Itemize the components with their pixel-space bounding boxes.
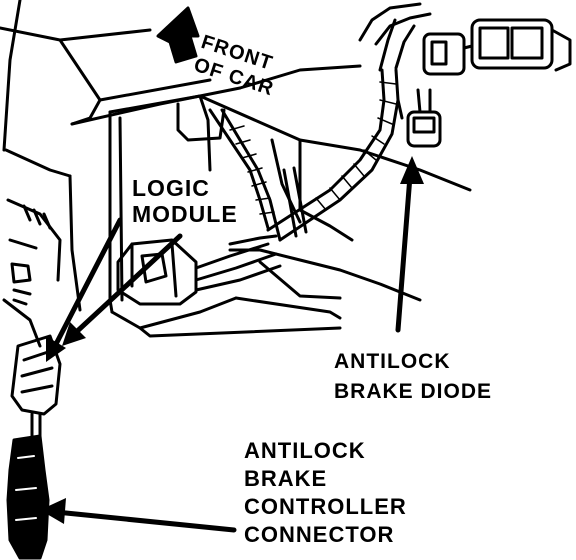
top-connectors xyxy=(422,18,572,76)
controller-plug xyxy=(6,434,50,560)
controller-line-4: CONNECTOR xyxy=(244,522,395,547)
controller-line-3: CONTROLLER xyxy=(244,494,407,519)
antilock-brake-controller-connector-label: ANTILOCK BRAKE CONTROLLER CONNECTOR xyxy=(240,438,411,548)
logic-module-line-1: LOGIC xyxy=(132,175,210,201)
wiring-harness xyxy=(208,2,432,242)
pointer-arrows xyxy=(51,173,413,533)
diode-line-1: ANTILOCK xyxy=(334,350,451,373)
controller-line-1: ANTILOCK xyxy=(244,438,366,463)
left-panel xyxy=(2,148,82,348)
controller-line-2: BRAKE xyxy=(244,466,328,491)
antilock-brake-diode-label: ANTILOCK BRAKE DIODE xyxy=(330,349,497,404)
harness-hatching xyxy=(229,81,397,215)
arrowheads xyxy=(40,156,424,524)
front-of-car-arrow xyxy=(156,6,200,64)
logic-module-label: LOGIC MODULE xyxy=(128,175,242,228)
antilock-brake-diode xyxy=(396,88,442,148)
diode-line-2: BRAKE DIODE xyxy=(334,380,493,403)
logic-module-line-2: MODULE xyxy=(132,201,238,227)
